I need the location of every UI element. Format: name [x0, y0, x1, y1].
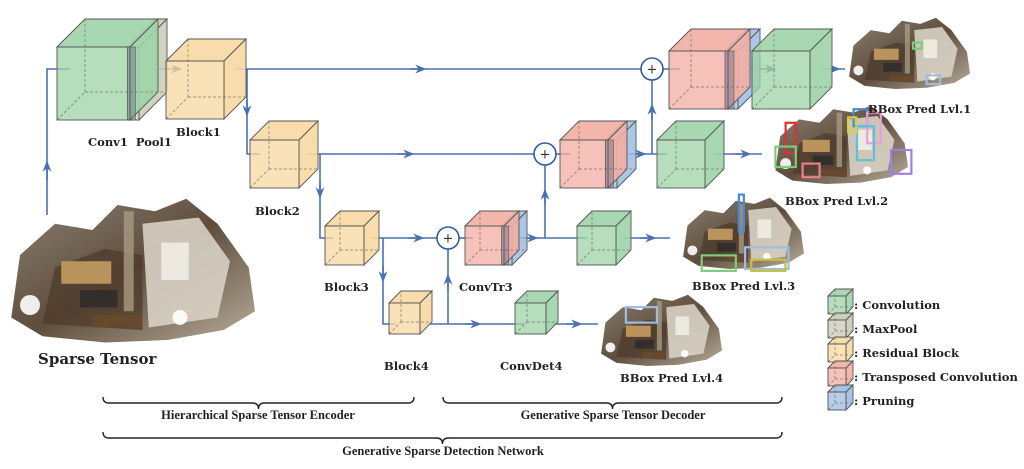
label-decoder: Generative Sparse Tensor Decoder: [521, 408, 706, 422]
bbox-prediction: [700, 254, 737, 272]
legend-label-pruning: : Pruning: [854, 394, 914, 408]
block-conv1-pool1: [55, 17, 169, 122]
block-convtr2-main: [558, 119, 629, 190]
label-convdet4: ConvDet4: [500, 359, 562, 373]
bbox-prediction: [750, 258, 787, 272]
label-sparse-tensor: Sparse Tensor: [38, 350, 157, 368]
legend-swatch-pruning: [826, 383, 855, 412]
legend-swatch-maxpool: [826, 311, 855, 340]
bbox-prediction: [855, 125, 876, 162]
legend-label-convolution: : Convolution: [854, 298, 941, 312]
bbox-prediction: [889, 148, 913, 175]
legend-item-residual: : Residual Block: [826, 335, 960, 364]
bbox-prediction: [911, 41, 923, 50]
plus-icon: +: [540, 148, 551, 163]
legend-label-maxpool: : MaxPool: [854, 322, 918, 336]
block-convtr3: [463, 209, 529, 267]
bbox-prediction: [774, 145, 797, 169]
legend-label-transposed: : Transposed Convolution: [854, 370, 1018, 384]
layer-blocks: [55, 17, 834, 336]
bbox-prediction: [925, 74, 942, 86]
block-convdet1: [750, 27, 834, 111]
label-pred4: BBox Pred Lvl.4: [620, 371, 723, 385]
block-block1: [164, 37, 248, 121]
plus-icon: +: [443, 232, 454, 247]
bbox-prediction: [737, 193, 745, 233]
block-convtr1: [667, 27, 762, 111]
sum-node-2: +: [533, 142, 557, 166]
legend-item-transposed: : Transposed Convolution: [826, 359, 1018, 388]
block-convtr1-main: [667, 27, 752, 111]
label-encoder: Hierarchical Sparse Tensor Encoder: [161, 408, 355, 422]
pred-lvl1-scene: [849, 17, 970, 90]
label-conv1-pool1: Conv1 Pool1: [88, 135, 172, 149]
brace-network: [102, 431, 783, 445]
legend-label-residual: : Residual Block: [854, 346, 960, 360]
pred-lvl2-scene: [774, 105, 913, 184]
point-cloud-images: [11, 17, 970, 366]
legend-swatch-transposed: [826, 359, 855, 388]
block-convdet3: [575, 209, 633, 267]
label-network: Generative Sparse Detection Network: [342, 444, 544, 458]
block-conv1-pool1-main: [55, 17, 160, 122]
block-convtr2: [558, 119, 638, 190]
legend-swatch-residual: [826, 335, 855, 364]
block-block4: [387, 289, 434, 336]
label-block2: Block2: [255, 204, 300, 218]
label-pred3: BBox Pred Lvl.3: [692, 279, 795, 293]
legend-item-maxpool: : MaxPool: [826, 311, 918, 340]
brace-encoder: [102, 396, 415, 410]
pred-lvl4-scene: [601, 294, 722, 366]
legend-item-convolution: : Convolution: [826, 287, 941, 316]
block-convdet2: [655, 119, 726, 190]
label-convtr3: ConvTr3: [459, 280, 513, 294]
input-sparse-tensor-scene: [11, 198, 255, 343]
bbox-prediction: [847, 116, 858, 134]
legend: : Convolution : MaxPool : Residual Block : …: [826, 287, 1018, 412]
pred-lvl3-scene: [683, 193, 804, 272]
bbox-prediction: [743, 246, 790, 271]
block-block2: [248, 119, 320, 190]
legend-swatch-convolution: [826, 287, 855, 316]
block-block3: [323, 209, 381, 267]
bbox-prediction: [624, 305, 659, 324]
label-pred1: BBox Pred Lvl.1: [868, 102, 971, 116]
legend-item-pruning: : Pruning: [826, 383, 914, 412]
sum-node-1: +: [640, 57, 664, 81]
label-pred2: BBox Pred Lvl.2: [785, 194, 888, 208]
sum-node-3: +: [436, 226, 460, 250]
block-convtr3-main: [463, 209, 521, 267]
bbox-prediction: [784, 121, 797, 155]
brace-decoder: [442, 396, 783, 410]
bbox-prediction: [801, 162, 821, 179]
plus-icon: +: [647, 63, 658, 78]
label-block1: Block1: [176, 125, 221, 139]
label-block4: Block4: [384, 359, 429, 373]
label-block3: Block3: [324, 280, 369, 294]
block-convdet4: [513, 289, 560, 336]
